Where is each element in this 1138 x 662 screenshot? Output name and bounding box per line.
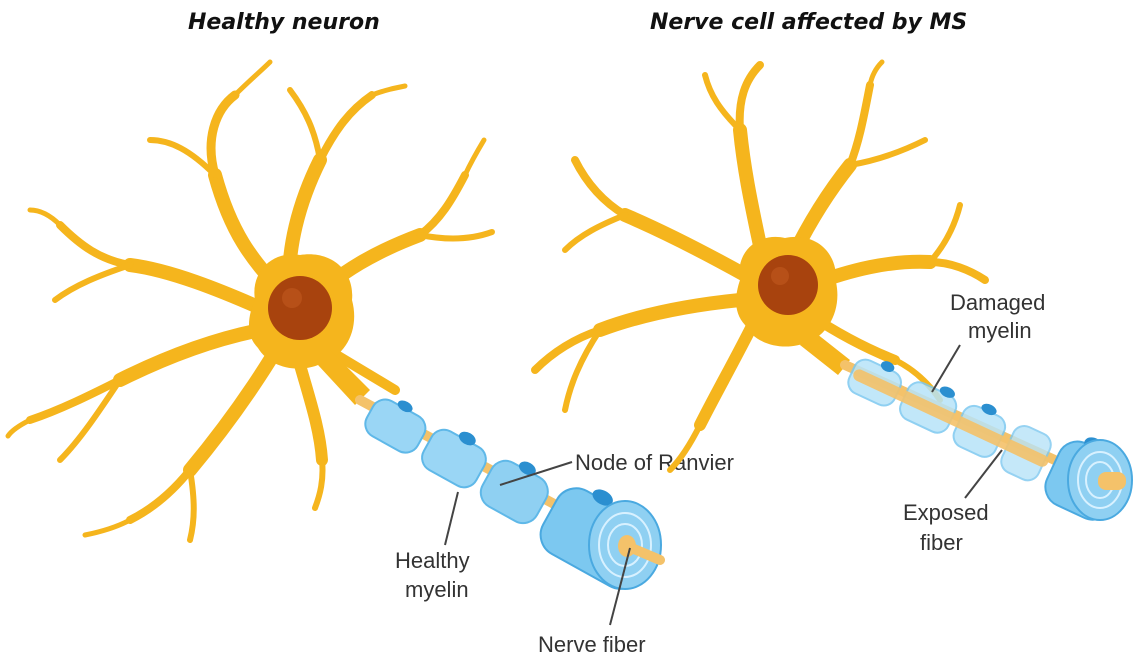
nucleus-highlight	[771, 267, 789, 285]
healthy-myelin-leader	[445, 492, 458, 545]
exposed-fiber-label-line2: fiber	[920, 530, 963, 555]
damaged-myelin-leader	[932, 345, 960, 392]
healthy-nucleus	[268, 276, 332, 340]
ms-nucleus	[758, 255, 818, 315]
healthy-axon-cross-section	[589, 501, 661, 589]
damaged-myelin-label-line1: Damaged	[950, 290, 1045, 315]
ms-neuron: Damaged myelin Exposed fiber	[535, 62, 1135, 555]
ms-axon-cross-section	[1068, 440, 1132, 520]
exposed-fiber-label-line1: Exposed	[903, 500, 989, 525]
damaged-myelin-label-line2: myelin	[968, 318, 1032, 343]
healthy-dendrites	[8, 62, 492, 540]
node-of-ranvier-label: Node of Ranvier	[575, 450, 734, 475]
ms-damaged-axon	[838, 333, 1135, 526]
nucleus-highlight	[282, 288, 302, 308]
healthy-myelin-label-line1: Healthy	[395, 548, 470, 573]
healthy-neuron: Node of Ranvier Healthy myelin Nerve fib…	[8, 62, 734, 657]
nerve-fiber-label: Nerve fiber	[538, 632, 646, 657]
healthy-myelin-label-line2: myelin	[405, 577, 469, 602]
